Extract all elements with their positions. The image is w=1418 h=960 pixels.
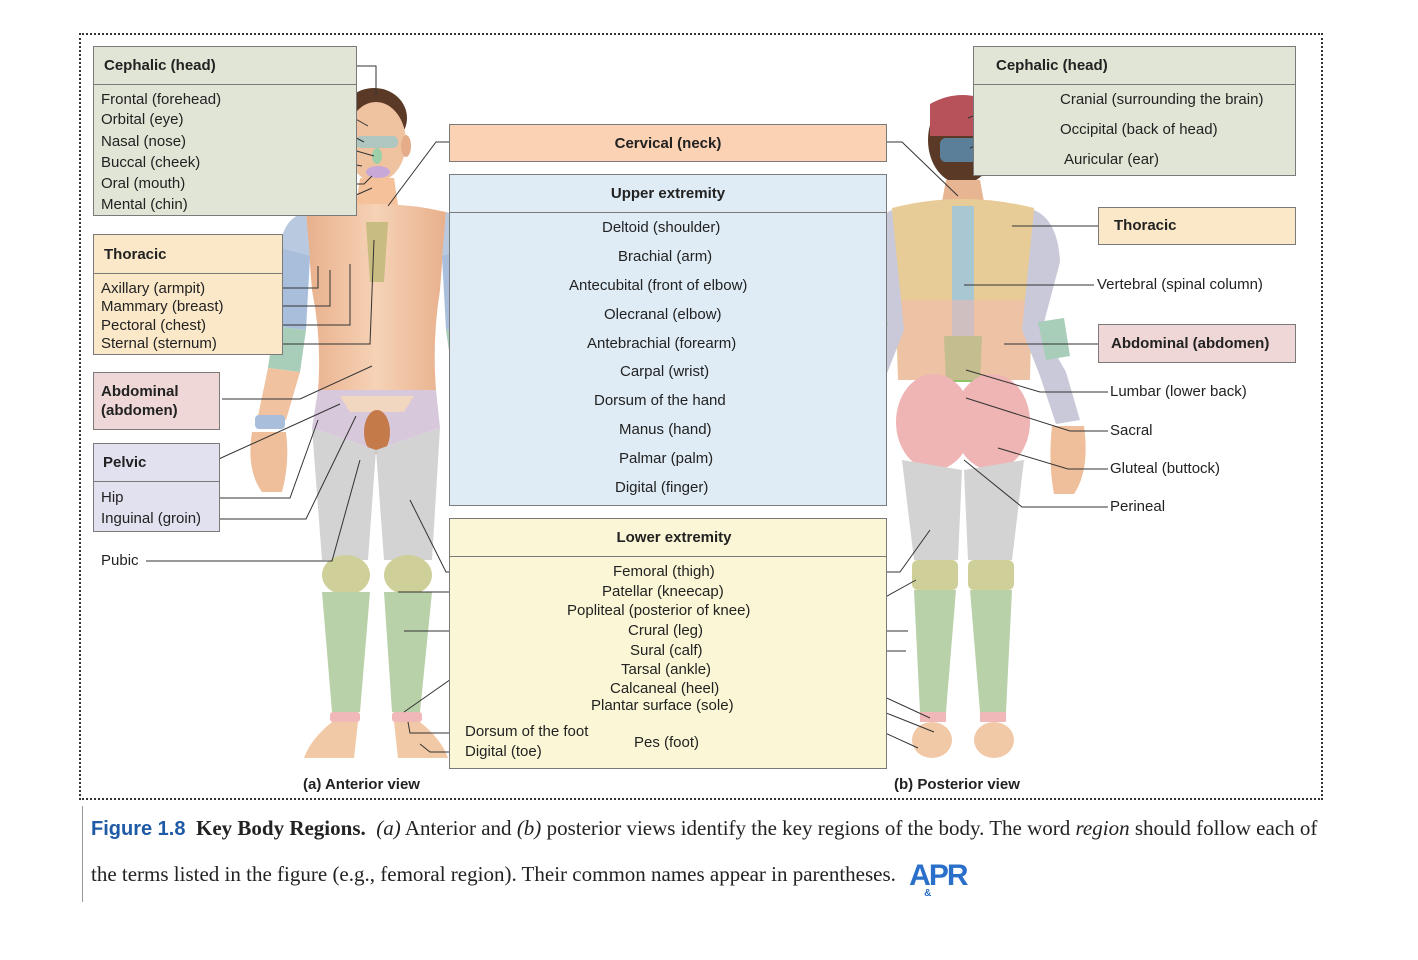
anterior-cephalic-item-frontal: Frontal (forehead) xyxy=(101,91,222,109)
cervical-box xyxy=(449,124,887,162)
figure-caption: Figure 1.8 Key Body Regions. (a) Anterio… xyxy=(82,806,1332,902)
lower-item-calcaneal: Calcaneal (heel) xyxy=(610,680,720,698)
posterior-cephalic-header: Cephalic (head) xyxy=(996,57,1108,74)
upper-item-manus: Manus (hand) xyxy=(619,421,712,439)
anterior-pelvic-item-hip: Hip xyxy=(101,489,124,506)
anterior-pelvic-header: Pelvic xyxy=(103,454,147,471)
anterior-thoracic-item-axillary: Axillary (armpit) xyxy=(101,280,206,298)
upper-item-carpal: Carpal (wrist) xyxy=(620,363,710,381)
apr-logo-amp: & xyxy=(924,888,932,899)
caption-region-word: region xyxy=(1075,816,1130,840)
anterior-pelvic-box xyxy=(93,443,220,532)
anterior-cephalic-divider xyxy=(93,84,357,85)
posterior-view-caption: (b) Posterior view xyxy=(894,776,1020,793)
anterior-thoracic-divider xyxy=(93,273,283,274)
upper-item-dorsum-hand: Dorsum of the hand xyxy=(594,392,726,410)
anterior-abdominal-header: Abdominal (abdomen) xyxy=(101,383,179,419)
lower-item-plantar: Plantar surface (sole) xyxy=(591,697,734,715)
anterior-cephalic-item-orbital: Orbital (eye) xyxy=(101,111,184,129)
anterior-thoracic-item-pectoral: Pectoral (chest) xyxy=(101,317,207,335)
figure-frame xyxy=(79,33,1323,800)
posterior-thoracic-header: Thoracic xyxy=(1114,217,1177,234)
lower-item-patellar: Patellar (kneecap) xyxy=(602,583,724,601)
lower-item-crural: Crural (leg) xyxy=(628,622,704,640)
posterior-item-perineal: Perineal xyxy=(1110,498,1166,516)
apr-logo-text: APR xyxy=(909,859,968,892)
anterior-cephalic-item-mental: Mental (chin) xyxy=(101,196,188,214)
posterior-abdominal-header: Abdominal (abdomen) xyxy=(1111,335,1270,352)
upper-item-brachial: Brachial (arm) xyxy=(618,248,713,266)
posterior-item-lumbar: Lumbar (lower back) xyxy=(1110,383,1247,401)
upper-item-olecranal: Olecranal (elbow) xyxy=(604,306,722,324)
upper-item-digital-finger: Digital (finger) xyxy=(615,479,709,497)
posterior-item-gluteal: Gluteal (buttock) xyxy=(1110,460,1221,478)
anterior-abdominal-box xyxy=(93,372,220,430)
upper-item-deltoid: Deltoid (shoulder) xyxy=(602,219,721,237)
caption-part-b: (b) xyxy=(516,816,542,840)
anterior-thoracic-item-mammary: Mammary (breast) xyxy=(101,298,224,316)
upper-item-antecubital: Antecubital (front of elbow) xyxy=(569,277,748,295)
anterior-cephalic-header: Cephalic (head) xyxy=(104,57,216,74)
posterior-cephalic-divider xyxy=(973,84,1296,85)
caption-text-1: Anterior and xyxy=(400,816,517,840)
anterior-cephalic-item-nasal: Nasal (nose) xyxy=(101,133,187,151)
figure-title: Key Body Regions. xyxy=(195,816,366,840)
posterior-item-sacral: Sacral xyxy=(1110,422,1153,440)
upper-extremity-divider xyxy=(449,212,887,213)
lower-item-dorsum-foot: Dorsum of the foot xyxy=(465,723,589,741)
lower-item-sural: Sural (calf) xyxy=(630,642,703,660)
posterior-cephalic-item-occipital: Occipital (back of head) xyxy=(1060,121,1218,139)
caption-part-a: (a) xyxy=(376,816,401,840)
lower-extremity-header: Lower extremity xyxy=(616,529,732,546)
lower-item-tarsal: Tarsal (ankle) xyxy=(621,661,712,679)
lower-item-digital-toe: Digital (toe) xyxy=(465,743,542,761)
anterior-cephalic-item-oral: Oral (mouth) xyxy=(101,175,186,193)
anterior-pelvic-item-inguinal: Inguinal (groin) xyxy=(101,510,202,527)
caption-text-3: should follow each of the terms listed i… xyxy=(91,816,1318,886)
posterior-vertebral-label: Vertebral (spinal column) xyxy=(1097,276,1263,294)
posterior-abdominal-box xyxy=(1098,324,1296,363)
apr-logo[interactable]: APR& xyxy=(909,853,968,899)
lower-item-femoral: Femoral (thigh) xyxy=(613,563,715,581)
lower-item-pes: Pes (foot) xyxy=(634,734,700,752)
anterior-thoracic-header: Thoracic xyxy=(104,246,167,263)
anterior-pubic-label: Pubic xyxy=(101,552,139,570)
posterior-cephalic-item-cranial: Cranial (surrounding the brain) xyxy=(1060,91,1264,109)
posterior-thoracic-box xyxy=(1098,207,1296,245)
anterior-thoracic-item-sternal: Sternal (sternum) xyxy=(101,335,217,353)
caption-text-2: posterior views identify the key regions… xyxy=(541,816,1076,840)
lower-extremity-divider xyxy=(449,556,887,557)
figure-number: Figure 1.8 xyxy=(91,818,186,840)
anterior-pelvic-divider xyxy=(93,481,220,482)
anterior-view-caption: (a) Anterior view xyxy=(303,776,420,793)
cervical-label: Cervical (neck) xyxy=(614,135,722,152)
anterior-cephalic-item-buccal: Buccal (cheek) xyxy=(101,154,201,172)
upper-item-palmar: Palmar (palm) xyxy=(619,450,714,468)
upper-item-antebrachial: Antebrachial (forearm) xyxy=(587,335,737,353)
posterior-cephalic-item-auricular: Auricular (ear) xyxy=(1064,151,1160,169)
lower-item-popliteal: Popliteal (posterior of knee) xyxy=(567,602,751,620)
upper-extremity-header: Upper extremity xyxy=(610,185,726,202)
